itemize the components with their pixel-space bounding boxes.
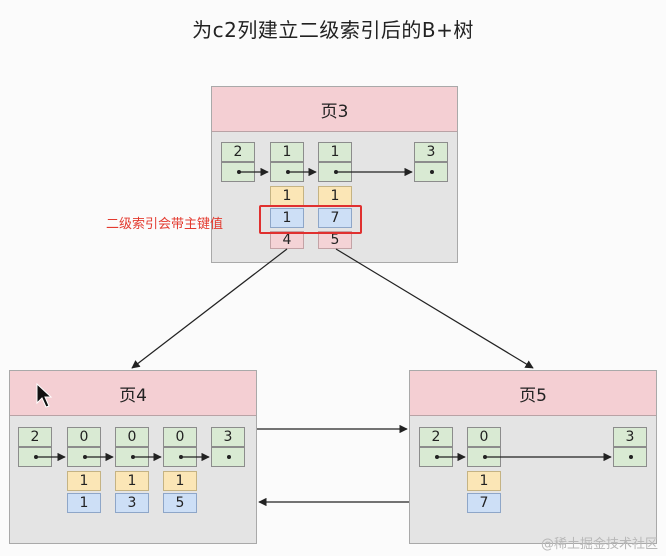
left-record-2-c2: 3 <box>115 493 149 513</box>
left-record-supremum-key: 3 <box>211 427 245 447</box>
left-record-2-key: 0 <box>115 427 149 447</box>
root-record-2-key: 1 <box>318 142 352 162</box>
mouse-cursor-icon <box>36 383 53 408</box>
root-record-supremum-key: 3 <box>414 142 448 162</box>
annotation-label: 二级索引会带主键值 <box>106 217 224 232</box>
right-record-1-key: 0 <box>467 427 501 447</box>
root-record-1-key: 1 <box>270 142 304 162</box>
pointer-to-page-4 <box>131 248 288 369</box>
right-record-infimum-key: 2 <box>419 427 453 447</box>
right-record-1-c3: 1 <box>467 471 501 491</box>
root-record-2-pk: 5 <box>318 231 352 249</box>
root-record-1-pk: 4 <box>270 231 304 249</box>
page-3-header: 页3 <box>212 87 457 132</box>
root-record-1-c2: 1 <box>270 208 304 228</box>
left-record-3-c2: 5 <box>163 493 197 513</box>
watermark: @稀土掘金技术社区 <box>540 537 658 552</box>
left-record-3-c3: 1 <box>163 471 197 491</box>
right-record-1-c2: 7 <box>467 493 501 513</box>
pointer-to-page-5 <box>335 248 534 369</box>
root-record-2-c2: 7 <box>318 208 352 228</box>
left-record-3-key: 0 <box>163 427 197 447</box>
right-record-supremum-key: 3 <box>613 427 647 447</box>
primary-key-highlight <box>259 205 362 234</box>
page-5-header: 页5 <box>410 371 656 416</box>
left-record-1-c2: 1 <box>67 493 101 513</box>
page-4-header: 页4 <box>10 371 256 416</box>
left-record-infimum-pointer <box>18 447 52 467</box>
diagram-title: 为c2列建立二级索引后的B+树 <box>192 18 474 42</box>
root-record-supremum-pointer <box>414 162 448 182</box>
root-record-infimum-key: 2 <box>221 142 255 162</box>
left-record-1-c3: 1 <box>67 471 101 491</box>
left-record-supremum-pointer <box>211 447 245 467</box>
right-record-supremum-pointer <box>613 447 647 467</box>
left-record-2-c3: 1 <box>115 471 149 491</box>
left-record-1-key: 0 <box>67 427 101 447</box>
left-record-infimum-key: 2 <box>18 427 52 447</box>
